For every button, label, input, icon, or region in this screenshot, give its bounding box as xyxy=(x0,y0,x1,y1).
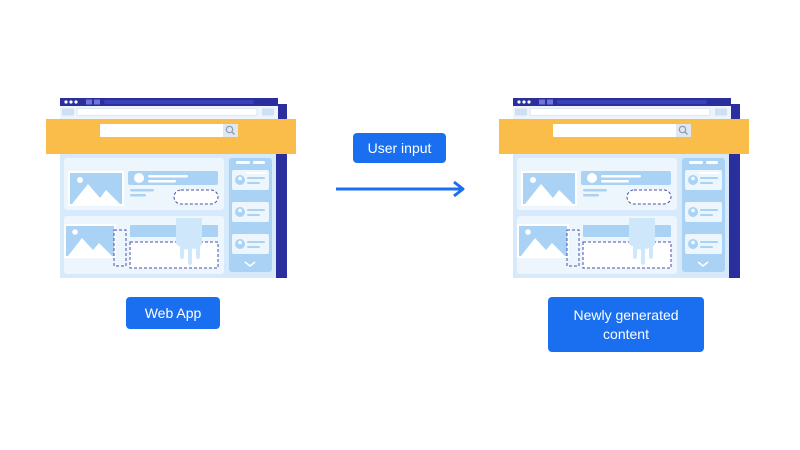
newly-generated-text: Newly generated content xyxy=(573,306,679,342)
arrow-right-icon xyxy=(336,180,465,198)
web-app-text: Web App xyxy=(144,304,202,321)
user-input-text: User input xyxy=(367,139,432,156)
web-app-illustration xyxy=(45,97,297,279)
web-app-label: Web App xyxy=(126,297,220,329)
newly-generated-label: Newly generated content xyxy=(548,297,704,352)
generated-app-illustration xyxy=(498,97,750,279)
user-input-label: User input xyxy=(353,133,446,163)
